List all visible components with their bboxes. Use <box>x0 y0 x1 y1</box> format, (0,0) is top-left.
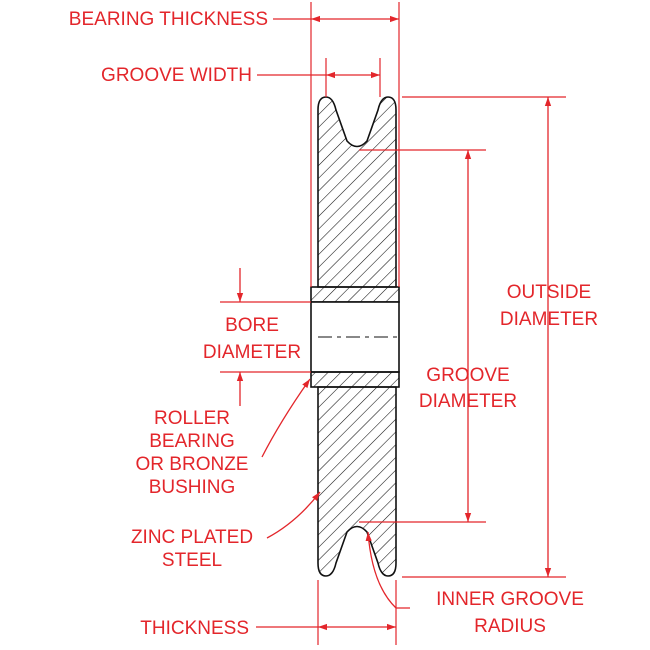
bore-label-1: BORE <box>225 315 279 336</box>
bearing-label-2: BEARING <box>149 431 235 452</box>
outside-diameter-label-2: DIAMETER <box>500 309 598 330</box>
bearing-label-3: OR BRONZE <box>136 454 249 475</box>
bearing-thickness-label: BEARING THICKNESS <box>69 9 268 30</box>
material-label-2: STEEL <box>162 550 222 571</box>
upper-sheave-section <box>317 96 397 288</box>
bearing-label-1: ROLLER <box>154 408 230 429</box>
inner-groove-leader <box>365 531 410 609</box>
material-label-1: ZINC PLATED <box>131 527 253 548</box>
bearing-leader <box>261 378 311 458</box>
pulley-section <box>310 96 400 577</box>
bore-label-2: DIAMETER <box>203 342 301 363</box>
groove-diameter-label-1: GROOVE <box>426 365 509 386</box>
dimension-lines <box>220 2 566 645</box>
lower-sheave-section <box>317 386 397 577</box>
bearing-upper-race <box>310 286 400 303</box>
inner-groove-label-1: INNER GROOVE <box>436 589 584 610</box>
annotations: BEARING THICKNESS GROOVE WIDTH OUTSIDE D… <box>69 9 598 639</box>
bearing-lower-race <box>310 371 400 388</box>
inner-groove-label-2: RADIUS <box>474 616 546 637</box>
bearing-label-4: BUSHING <box>149 477 236 498</box>
outside-diameter-label-1: OUTSIDE <box>507 282 591 303</box>
material-leader <box>266 491 321 539</box>
thickness-label: THICKNESS <box>140 618 249 639</box>
groove-diameter-label-2: DIAMETER <box>419 391 517 412</box>
groove-width-label: GROOVE WIDTH <box>101 65 252 86</box>
